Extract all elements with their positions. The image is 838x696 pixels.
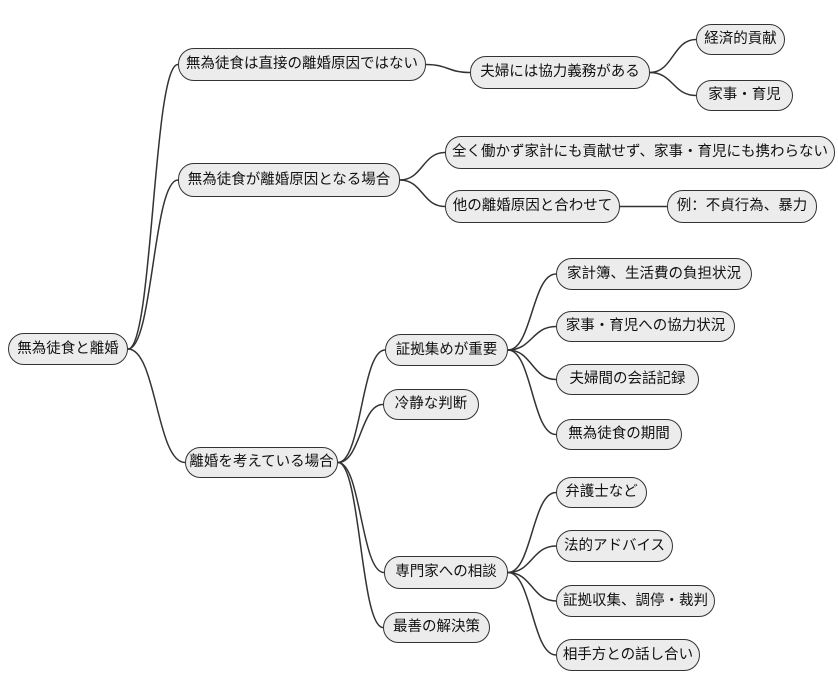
edge (507, 571, 557, 656)
node-best-solution: 最善の解決策 (383, 612, 490, 643)
edge (507, 349, 557, 381)
node-household-ledger-expenses: 家計簿、生活費の負担状況 (556, 258, 752, 290)
node-talks-with-spouse: 相手方との話し合い (556, 639, 700, 671)
edge (507, 545, 557, 574)
edge (507, 571, 557, 602)
node-expert-consultation: 専門家への相談 (384, 556, 508, 589)
edge (127, 63, 179, 350)
edge (507, 491, 557, 574)
node-economic-contribution: 経済的貢献 (696, 24, 785, 55)
node-combined-with-other-causes: 他の離婚原因と合わせて (445, 190, 620, 223)
node-root: 無為徒食と離婚 (8, 333, 128, 365)
edge (649, 71, 697, 97)
node-idleness-period: 無為徒食の期間 (556, 419, 682, 450)
edge (507, 273, 557, 351)
edge (337, 461, 384, 629)
edge (337, 349, 386, 464)
edge (399, 151, 446, 181)
node-cooperation-duty: 夫婦には協力義務がある (470, 56, 650, 89)
node-housework-cooperation-status: 家事・育児への協力状況 (556, 311, 735, 342)
node-not-direct-cause: 無為徒食は直接の離婚原因ではない (178, 48, 426, 81)
node-lawyer-etc: 弁護士など (556, 477, 647, 508)
node-example-infidelity-violence: 例：不貞行為、暴力 (667, 190, 817, 223)
edge (399, 179, 446, 208)
edge (649, 38, 697, 74)
node-considering-divorce: 離婚を考えている場合 (185, 447, 338, 478)
edge (337, 461, 385, 574)
edge (507, 349, 557, 436)
edge (507, 325, 557, 351)
edge (425, 63, 471, 74)
edge (337, 403, 384, 464)
node-calm-judgment: 冷静な判断 (383, 389, 479, 420)
node-legal-advice: 法的アドバイス (556, 530, 673, 562)
node-no-work-no-contribution: 全く働かず家計にも貢献せず、家事・育児にも携わらない (445, 136, 835, 169)
node-couple-conversation-records: 夫婦間の会話記録 (556, 364, 699, 395)
node-becomes-divorce-cause: 無為徒食が離婚原因となる場合 (178, 163, 400, 197)
node-evidence-gathering: 証拠集めが重要 (385, 334, 508, 366)
node-evidence-mediation-trial: 証拠収集、調停・裁判 (556, 585, 715, 617)
edge (127, 179, 179, 350)
edge (127, 348, 186, 464)
node-housework-childcare: 家事・育児 (696, 80, 793, 111)
